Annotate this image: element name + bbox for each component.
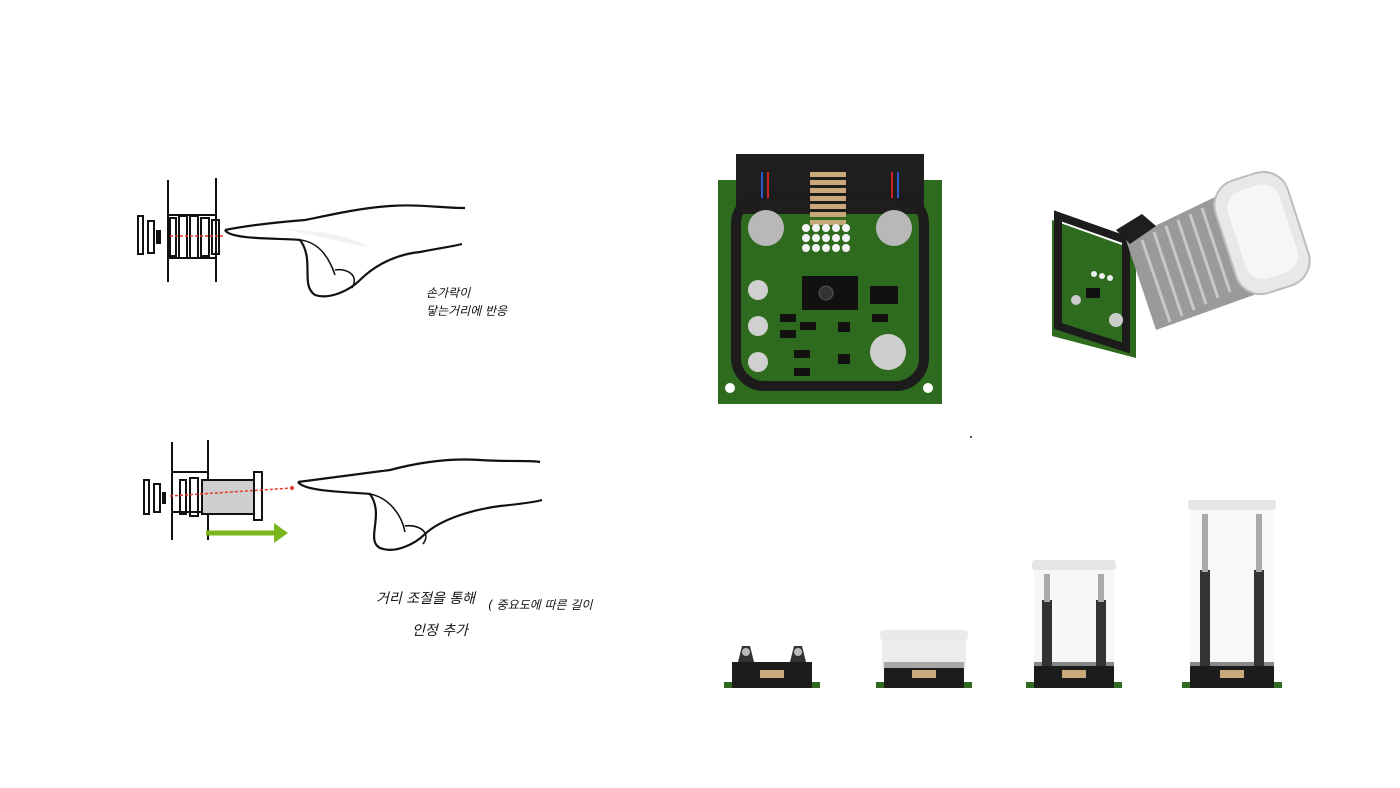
top-note-line1: 손가락이 <box>426 286 471 300</box>
extension-stage-1 <box>724 640 820 694</box>
finger-far-sensor-drawing <box>143 440 543 551</box>
stage-1-illustration <box>724 646 820 688</box>
bottom-note-side: ( 중요도에 따른 길이 <box>488 598 593 612</box>
stage-3-illustration <box>1026 560 1122 688</box>
extension-stage-2 <box>876 628 972 694</box>
pcb-front-render <box>718 154 942 404</box>
pcb-perspective-illustration <box>1052 170 1311 358</box>
extension-stage-4 <box>1182 500 1282 694</box>
bottom-note-line1: 거리 조절을 통해 <box>376 591 476 607</box>
bottom-note-line2: 인정 추가 <box>412 623 468 639</box>
pcb-front-illustration <box>718 154 942 404</box>
sensor-cap-cylinder <box>1126 170 1311 330</box>
stage-2-illustration <box>876 630 972 688</box>
sketch-sensor-finger-far <box>140 440 550 560</box>
pcb-perspective-render <box>1046 170 1311 360</box>
extension-stage-3 <box>1026 560 1122 694</box>
sketch-sensor-finger-near <box>130 170 490 310</box>
stage-4-illustration <box>1182 500 1282 688</box>
finger-near-sensor-drawing <box>137 178 466 298</box>
top-note-line2: 닿는거리에 반응 <box>426 304 508 318</box>
stray-dot <box>970 436 972 438</box>
